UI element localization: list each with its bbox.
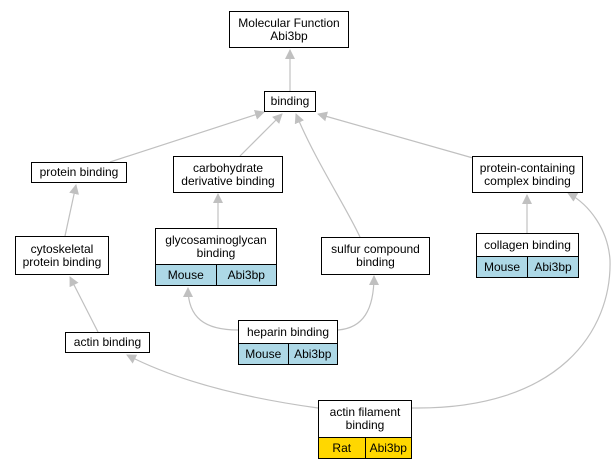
gene-cell: Abi3bp	[527, 257, 578, 277]
node-actin-filament-binding-label: actin filament binding	[329, 405, 401, 432]
species-cell: Rat	[319, 438, 365, 458]
edge-pcb-to-binding	[317, 111, 481, 161]
node-protein-binding-label: protein binding	[39, 165, 119, 179]
node-heparin-binding-label: heparin binding	[246, 324, 330, 339]
node-sulfur-compound-binding-label: sulfur compound binding	[331, 242, 420, 269]
species-cell: Mouse	[477, 257, 527, 277]
node-binding[interactable]: binding	[264, 91, 316, 112]
node-actin-binding-label: actin binding	[73, 335, 142, 349]
gene-row: Mouse Abi3bp	[239, 343, 337, 364]
gene-cell: Abi3bp	[287, 344, 337, 364]
node-collagen-binding[interactable]: collagen binding Mouse Abi3bp	[476, 233, 579, 278]
node-heparin-binding[interactable]: heparin binding Mouse Abi3bp	[238, 320, 338, 365]
node-cytoskeletal-protein-binding[interactable]: cytoskeletal protein binding	[15, 236, 109, 275]
edge-heparin-to-gag	[183, 287, 239, 331]
node-molecular-function[interactable]: Molecular Function Abi3bp	[229, 11, 349, 48]
gene-cell: Abi3bp	[364, 438, 411, 458]
node-carbohydrate-derivative-binding-label: carbohydrate derivative binding	[181, 160, 275, 188]
node-protein-containing-complex-binding[interactable]: protein-containing complex binding	[472, 156, 583, 193]
node-protein-containing-complex-binding-label: protein-containing complex binding	[479, 160, 576, 188]
species-cell: Mouse	[239, 344, 288, 364]
node-glycosaminoglycan-binding-label: glycosaminoglycan binding	[165, 232, 267, 260]
gene-row: Rat Abi3bp	[319, 437, 411, 458]
edge-actin-to-cyto	[69, 276, 99, 333]
gene-row: Mouse Abi3bp	[477, 256, 578, 277]
edge-afb-to-actin	[126, 354, 319, 409]
node-actin-binding[interactable]: actin binding	[65, 332, 150, 353]
species-cell: Mouse	[156, 265, 216, 285]
gene-row: Mouse Abi3bp	[156, 264, 276, 285]
node-binding-label: binding	[270, 94, 310, 108]
node-actin-filament-binding[interactable]: actin filament binding Rat Abi3bp	[318, 400, 412, 459]
edge-sulfur-to-binding	[294, 113, 361, 238]
edge-afb-to-pcb	[411, 192, 611, 409]
node-protein-binding[interactable]: protein binding	[31, 162, 127, 183]
edge-cyto-to-protein-binding	[64, 184, 79, 237]
gene-cell: Abi3bp	[215, 265, 276, 285]
node-collagen-binding-label: collagen binding	[484, 237, 571, 252]
edge-protein-binding-to-binding	[109, 110, 265, 163]
node-cytoskeletal-protein-binding-label: cytoskeletal protein binding	[22, 241, 102, 269]
edge-carb-to-binding	[239, 113, 283, 157]
node-glycosaminoglycan-binding[interactable]: glycosaminoglycan binding Mouse Abi3bp	[155, 228, 277, 286]
edge-heparin-to-sulfur	[337, 275, 379, 331]
node-sulfur-compound-binding[interactable]: sulfur compound binding	[321, 237, 430, 275]
node-carbohydrate-derivative-binding[interactable]: carbohydrate derivative binding	[173, 156, 283, 193]
node-molecular-function-label: Molecular Function Abi3bp	[238, 15, 340, 43]
